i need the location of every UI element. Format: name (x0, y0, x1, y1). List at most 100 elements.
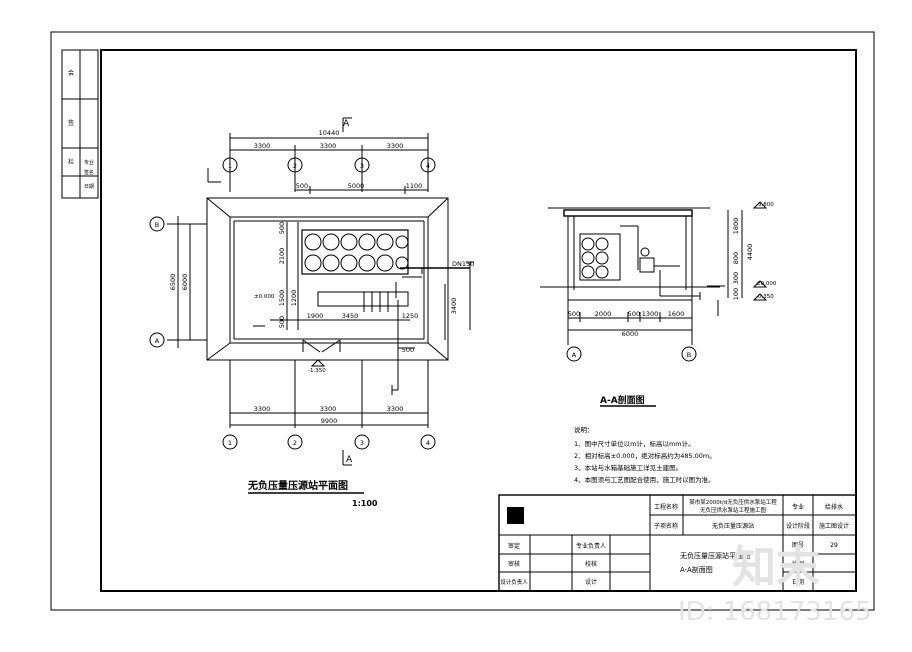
side-strip-text-5: 签名 (84, 169, 94, 176)
title-block (498, 494, 857, 592)
sec-dim-1: 500 (568, 310, 580, 318)
plan-level-pit: -1.350 (308, 368, 326, 374)
tb-sign-role-1: 审定 (508, 542, 520, 550)
sec-right-total: 4400 (746, 244, 754, 261)
plan-axis-top-1: 1 (228, 162, 232, 170)
notes-heading: 说明： (574, 425, 594, 434)
plan-bottom-d1: 3300 (254, 405, 271, 413)
plan-bottom-d2: 3300 (320, 405, 337, 413)
sec-dim-2: 2000 (595, 310, 612, 318)
sec-dim-4: 1300 (642, 310, 659, 318)
tb-drawing-name-1: 无负压量压源站平面图 (680, 551, 750, 560)
watermark: 知末 ID: 168173165 (678, 542, 872, 627)
note-1: 1、图中尺寸单位以m计，标高以mm计。 (574, 439, 695, 448)
tb-sign-role2-2: 校核 (585, 560, 597, 568)
notes: 说明： 1、图中尺寸单位以m计，标高以mm计。 2、相对标高±0.000，绝对标… (574, 425, 716, 484)
plan-left-outer: 6500 (169, 274, 177, 291)
plan-axis-bottom-2: 2 (293, 439, 297, 447)
section-view (540, 201, 768, 407)
sec-dim-total: 6000 (622, 330, 639, 338)
plan-inner-v3: 1500 (278, 290, 286, 307)
sec-axis-a: A (572, 351, 577, 359)
plan-axis-bottom-3: 3 (360, 439, 364, 447)
tb-project-value2: 无负压供水泵站工程施工图 (700, 506, 767, 514)
tb-drawing-name-2: A-A剖面图 (680, 565, 713, 574)
note-2: 2、相对标高±0.000，绝对标高约为485.00m。 (574, 451, 716, 460)
plan-inner-h4: 3400 (450, 298, 458, 315)
plan-top-d1: 3300 (254, 142, 271, 150)
inner-border (100, 49, 857, 592)
tb-stage-label: 设计阶段 (786, 522, 810, 530)
plan-axis-row-b: B (155, 221, 159, 229)
tb-sheet-label: 比例 (792, 560, 804, 568)
plan-top-d2: 3300 (320, 142, 337, 150)
tb-drawing-no-value: 29 (830, 542, 838, 549)
plan-inner-v5: 500 (278, 316, 286, 328)
tb-specialty-value: 给排水 (825, 503, 843, 511)
note-4: 4、本图须与工艺图配合使用，施工时以图为准。 (574, 475, 715, 484)
tb-sign-role2-1: 专业负责人 (576, 542, 606, 550)
plan-section-mark-top: A (343, 119, 350, 129)
outer-border (50, 31, 875, 611)
tb-stage-value: 施工图设计 (819, 522, 849, 530)
plan-bottom-total: 9900 (321, 417, 338, 425)
plan-top-e1: 500 (296, 182, 308, 190)
side-strip-text-6: 日期 (84, 184, 94, 190)
plan-level-floor: ±0.000 (254, 294, 275, 300)
sec-axis-b: B (687, 351, 691, 359)
plan-top-d3: 3300 (387, 142, 404, 150)
sec-right-2: 800 (732, 252, 740, 264)
plan-axis-bottom-1: 1 (228, 439, 232, 447)
sec-right-4: 100 (732, 288, 740, 300)
watermark-brand: 知末 (732, 542, 820, 593)
plan-axis-bottom-4: 4 (426, 439, 430, 447)
plan-axis-top-3: 3 (360, 162, 364, 170)
plan-inner-v4: 1200 (290, 290, 298, 307)
plan-section-mark-bottom: A (346, 455, 353, 465)
sec-level-floor: ±0.000 (756, 281, 777, 287)
plan-top-e3: 1100 (406, 182, 423, 190)
plan-view (149, 117, 474, 494)
plan-axis-top-4: 4 (426, 162, 430, 170)
plan-bottom-d3: 3300 (387, 405, 404, 413)
plan-inner-h2: 3450 (342, 312, 359, 320)
tb-sign-role2-3: 设计 (585, 578, 597, 586)
plan-left-inner: 6000 (181, 274, 189, 291)
side-strip-text-3: 栏 (68, 158, 74, 166)
tb-project-label: 工程名称 (654, 503, 678, 511)
sec-dim-3: 500 (628, 310, 640, 318)
tb-date-label: 日期 (792, 578, 804, 586)
plan-inner-h5: 500 (402, 346, 414, 354)
watermark-id: ID: 168173165 (678, 597, 872, 627)
plan-inner-v1: 500 (278, 222, 286, 234)
sec-level-top: 3.800 (758, 202, 774, 208)
sec-right-3: 300 (732, 272, 740, 284)
plan-title: 无负压量压源站平面图 (247, 479, 348, 492)
plan-inner-h1: 1900 (307, 312, 324, 320)
sec-level-bottom: -0.350 (756, 294, 774, 300)
tb-sign-role-2: 审核 (508, 560, 520, 568)
plan-axis-top-2: 2 (293, 162, 297, 170)
plan-inner-h3: 1250 (402, 312, 419, 320)
tb-item-value: 无负压量压源站 (712, 522, 754, 530)
sec-right-1: 1800 (732, 218, 740, 235)
note-3: 3、本站与水箱基础施工详见土建图。 (574, 463, 682, 472)
tb-item-label: 子项名称 (654, 522, 678, 530)
tb-specialty-label: 专业 (792, 503, 804, 511)
plan-inner-v2: 2100 (278, 248, 286, 265)
side-strip-text-2: 签 (68, 119, 74, 127)
sec-dim-5: 1600 (668, 310, 685, 318)
side-strip-text-1: 会 (68, 69, 74, 77)
tb-drawing-no-label: 图号 (792, 542, 804, 549)
plan-scale: 1:100 (352, 499, 378, 508)
plan-top-e2: 5000 (348, 182, 365, 190)
side-strip-text-4: 专业 (84, 159, 94, 166)
tb-sign-role-3: 设计负责人 (500, 578, 528, 586)
plan-axis-row-a: A (155, 337, 160, 345)
plan-top-total: 10440 (319, 129, 340, 137)
sec-title: A-A剖面图 (600, 394, 645, 406)
plan-pipe-label: DN150 (452, 260, 474, 268)
company-logo (507, 507, 524, 524)
tb-project-value: 某市某2000t/d无负压供水泵站工程 (689, 498, 777, 506)
